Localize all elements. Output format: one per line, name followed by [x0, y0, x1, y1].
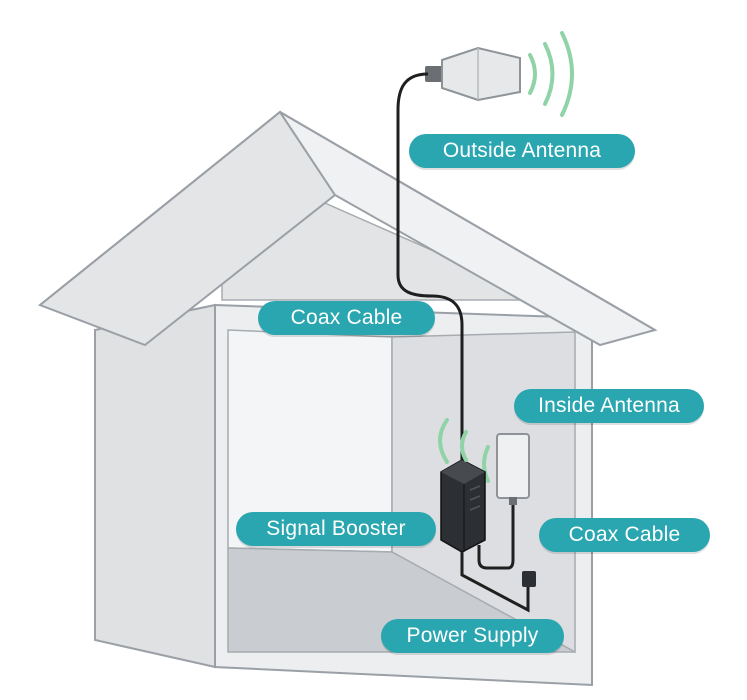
label-signal-booster: Signal Booster	[236, 512, 436, 546]
house-left-wall	[94, 303, 216, 669]
label-coax-cable-top: Coax Cable	[258, 301, 435, 335]
label-inside-antenna: Inside Antenna	[514, 389, 704, 423]
outside-signal-waves-icon	[528, 31, 574, 117]
power-cable	[460, 552, 530, 613]
label-outside-antenna: Outside Antenna	[409, 134, 635, 168]
coax-cable-outside	[396, 72, 464, 460]
coax-cable-inside	[477, 505, 515, 570]
booster-signal-waves-icon	[438, 418, 468, 464]
outside-antenna-icon	[425, 46, 521, 102]
signal-booster-icon	[440, 459, 486, 553]
label-coax-cable-bottom: Coax Cable	[539, 518, 710, 552]
inside-signal-waves-icon	[482, 445, 490, 483]
roof-ridge-edge	[39, 110, 656, 331]
label-power-supply: Power Supply	[381, 619, 564, 653]
power-plug-icon	[522, 571, 536, 587]
inside-antenna-icon	[496, 433, 530, 505]
